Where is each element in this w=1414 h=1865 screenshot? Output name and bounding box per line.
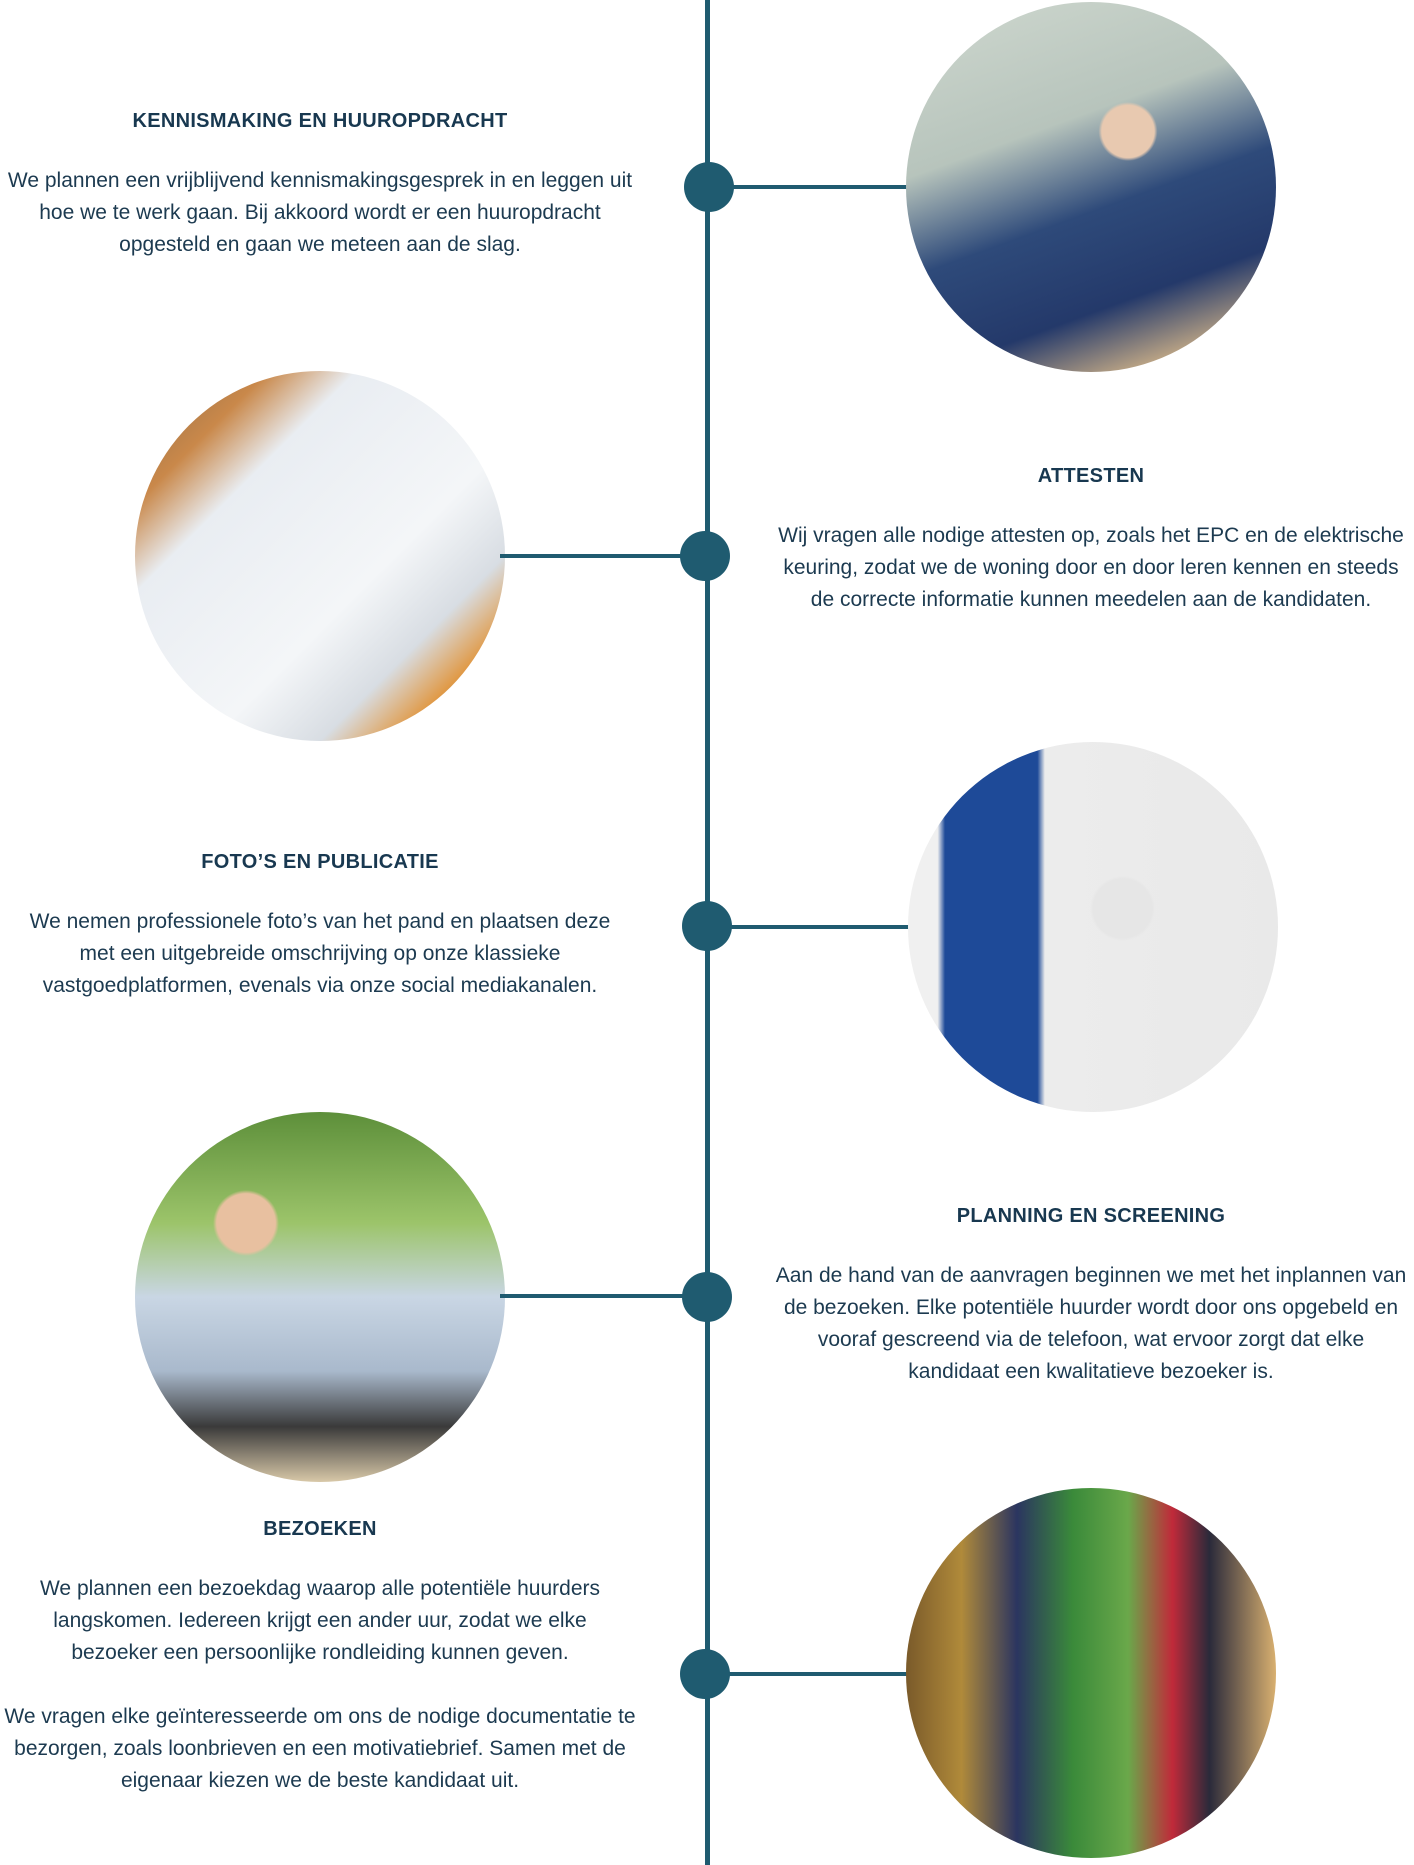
step-title: ATTESTEN bbox=[1037, 465, 1145, 487]
step-text: We plannen een bezoekdag waarop alle pot… bbox=[39, 1577, 601, 1664]
step-text: We plannen een vrijblijvend kennismaking… bbox=[7, 169, 633, 256]
timeline-connector bbox=[720, 185, 910, 189]
step-kennismaking: KENNISMAKING EN HUUROPDRACHT We plannen … bbox=[0, 110, 640, 261]
step-title: FOTO’S EN PUBLICATIE bbox=[201, 851, 439, 873]
step-bezoeken: BEZOEKEN We plannen een bezoekdag waarop… bbox=[0, 1518, 640, 1797]
step-title: PLANNING EN SCREENING bbox=[956, 1205, 1226, 1227]
step-text: Wij vragen alle nodige attesten op, zoal… bbox=[778, 524, 1404, 611]
step-text: We vragen elke geïnteresseerde om ons de… bbox=[4, 1705, 636, 1792]
timeline-connector bbox=[500, 554, 700, 558]
step-text: We nemen professionele foto’s van het pa… bbox=[29, 910, 611, 997]
timeline-dot bbox=[680, 531, 730, 581]
timeline-connector bbox=[720, 925, 912, 929]
timeline-connector bbox=[720, 1672, 910, 1676]
visit-photo bbox=[906, 1488, 1276, 1858]
phone-call-photo bbox=[135, 1112, 505, 1482]
step-planning: PLANNING EN SCREENING Aan de hand van de… bbox=[771, 1205, 1411, 1388]
step-title: KENNISMAKING EN HUUROPDRACHT bbox=[132, 110, 508, 132]
drone-photo bbox=[908, 742, 1278, 1112]
step-fotos: FOTO’S EN PUBLICATIE We nemen profession… bbox=[0, 851, 640, 1002]
timeline-connector bbox=[500, 1294, 700, 1298]
step-text: Aan de hand van de aanvragen beginnen we… bbox=[775, 1264, 1407, 1383]
handshake-photo bbox=[906, 2, 1276, 372]
step-title: BEZOEKEN bbox=[263, 1518, 377, 1540]
timeline-dot bbox=[682, 1272, 732, 1322]
step-attesten: ATTESTEN Wij vragen alle nodige attesten… bbox=[771, 465, 1411, 616]
floorplan-photo bbox=[135, 371, 505, 741]
